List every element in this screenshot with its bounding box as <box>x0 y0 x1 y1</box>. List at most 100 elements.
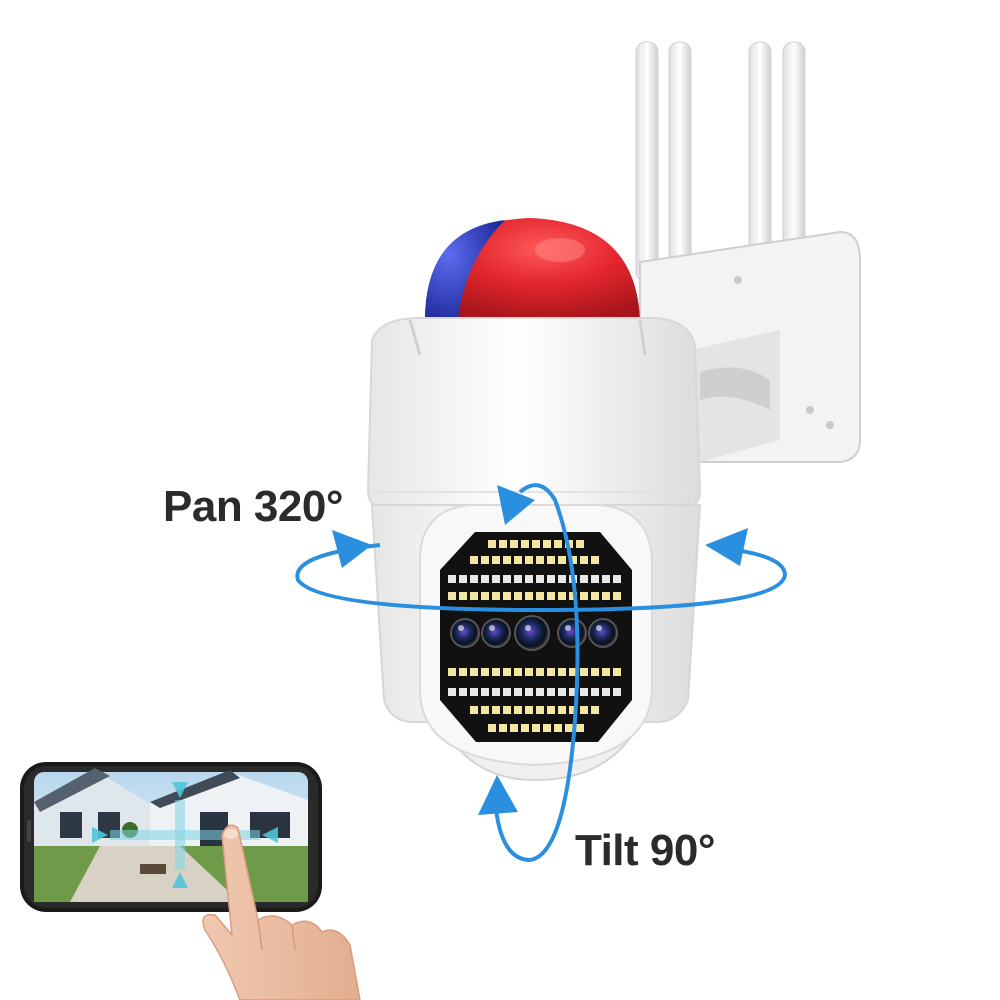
pointing-hand-icon <box>202 824 361 1000</box>
led <box>514 575 522 583</box>
led <box>448 688 456 696</box>
pan-angle-label: Pan 320° <box>163 482 343 531</box>
led <box>536 688 544 696</box>
lens-row <box>450 615 618 651</box>
led <box>470 575 478 583</box>
led <box>481 706 489 714</box>
pan-arrowhead-right <box>705 528 748 566</box>
lens-highlight <box>458 625 464 631</box>
led <box>525 688 533 696</box>
led <box>602 688 610 696</box>
led <box>613 668 621 676</box>
led <box>488 724 496 732</box>
led <box>547 592 555 600</box>
led <box>492 688 500 696</box>
led <box>558 688 566 696</box>
led <box>459 575 467 583</box>
led <box>547 556 555 564</box>
led <box>580 575 588 583</box>
tilt-arrowhead-top <box>497 485 535 525</box>
led <box>576 540 584 548</box>
led <box>580 556 588 564</box>
led <box>514 668 522 676</box>
camera-housing <box>366 317 702 509</box>
led <box>448 668 456 676</box>
led <box>580 592 588 600</box>
led <box>536 706 544 714</box>
led <box>492 592 500 600</box>
led <box>448 592 456 600</box>
led <box>499 540 507 548</box>
led <box>569 706 577 714</box>
led <box>558 706 566 714</box>
led <box>576 724 584 732</box>
led <box>521 724 529 732</box>
led <box>503 706 511 714</box>
led <box>613 592 621 600</box>
led <box>470 706 478 714</box>
led <box>613 688 621 696</box>
led <box>514 556 522 564</box>
microphone-hole <box>463 717 469 723</box>
led <box>532 540 540 548</box>
camera-lens <box>588 618 618 648</box>
led-array <box>448 540 621 732</box>
led <box>503 668 511 676</box>
led <box>525 556 533 564</box>
led <box>547 668 555 676</box>
led <box>569 592 577 600</box>
led <box>547 688 555 696</box>
led <box>591 668 599 676</box>
led <box>481 668 489 676</box>
pan-arrowhead-left <box>332 530 372 568</box>
led <box>536 592 544 600</box>
led <box>569 688 577 696</box>
camera-lens <box>481 618 511 648</box>
led <box>536 556 544 564</box>
led <box>514 706 522 714</box>
rotation-arrow-icon <box>295 543 788 613</box>
tilt-arrowhead-bottom <box>478 775 518 815</box>
led <box>503 688 511 696</box>
led <box>503 556 511 564</box>
led <box>536 668 544 676</box>
siren-dome-icon <box>425 218 640 320</box>
led <box>525 706 533 714</box>
led <box>543 724 551 732</box>
led <box>569 556 577 564</box>
led <box>492 556 500 564</box>
antenna <box>635 41 659 283</box>
led <box>558 556 566 564</box>
led <box>499 724 507 732</box>
led <box>543 540 551 548</box>
camera-lens <box>557 618 587 648</box>
led <box>602 668 610 676</box>
led <box>459 688 467 696</box>
led <box>580 668 588 676</box>
led <box>481 575 489 583</box>
led <box>591 706 599 714</box>
rotation-arrow-icon <box>493 483 580 863</box>
led <box>510 540 518 548</box>
led <box>459 668 467 676</box>
lens-highlight <box>525 625 531 631</box>
led <box>547 706 555 714</box>
led <box>521 540 529 548</box>
led <box>569 668 577 676</box>
led <box>470 688 478 696</box>
led <box>613 575 621 583</box>
camera-lens <box>450 618 480 648</box>
lens-highlight <box>565 625 571 631</box>
led <box>580 706 588 714</box>
led <box>492 668 500 676</box>
smartphone <box>20 762 322 912</box>
led <box>547 575 555 583</box>
led <box>565 724 573 732</box>
led <box>525 592 533 600</box>
led <box>525 575 533 583</box>
led <box>514 592 522 600</box>
camera-lens <box>514 615 550 651</box>
led <box>558 592 566 600</box>
led <box>481 556 489 564</box>
